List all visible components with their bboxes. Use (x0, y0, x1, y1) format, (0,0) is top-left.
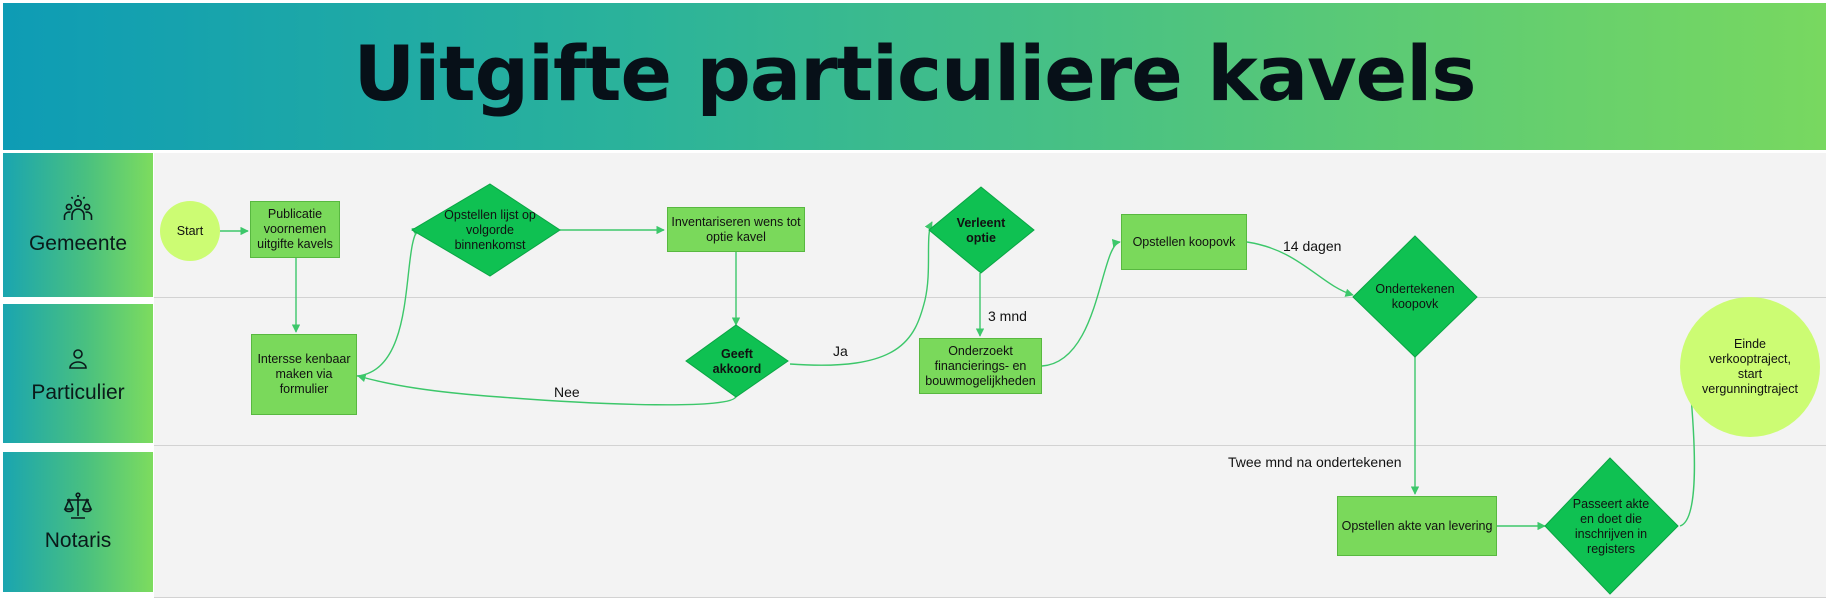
start-node: Start (160, 201, 220, 261)
lane-area-notaris (154, 446, 1826, 597)
edge-label-twee-mnd: Twee mnd na ondertekenen (1228, 454, 1402, 470)
connector-akkoord-ja (789, 221, 933, 366)
lane-title: Gemeente (28, 232, 128, 255)
node-text: Ondertekenen koopovk (1375, 282, 1455, 311)
decision-opstellen-lijst (411, 183, 561, 277)
process-opstellen-akte: Opstellen akte van levering (1337, 496, 1497, 556)
process-publicatie: Publicatie voornemen uitgifte kavels (250, 201, 340, 258)
process-inventariseren: Inventariseren wens tot optie kavel (667, 207, 805, 252)
connector-akkoord-nee (357, 374, 737, 406)
process-interesse: Intersse kenbaar maken via formulier (251, 334, 357, 415)
decision-ondertekenen-koopovk (1352, 235, 1478, 358)
title-banner: Uitgifte particuliere kavels (3, 3, 1826, 150)
edge-label-14-dagen: 14 dagen (1283, 238, 1342, 254)
connector-koopovk-ondertekenen (1246, 241, 1354, 297)
process-onderzoekt: Onderzoekt financierings- en bouwmogelij… (919, 338, 1042, 394)
end-node: Einde verkooptraject, start vergunningtr… (1680, 297, 1820, 437)
connector-onderzoekt-koopovk (1041, 239, 1121, 367)
lane-label-gemeente: Gemeente (3, 153, 153, 297)
node-text: Passeert akte en doet die inschrijven in… (1572, 497, 1650, 556)
edge-label-ja: Ja (833, 343, 848, 359)
decision-label-geeft-akkoord: Geeft akkoord (706, 345, 768, 379)
edge-label-nee: Nee (554, 384, 580, 400)
decision-label-ondertekenen: Ondertekenen koopovk (1370, 278, 1460, 316)
community-icon (63, 195, 93, 220)
decision-label-verleent-optie: Verleent optie (950, 214, 1012, 248)
decision-label-passeert-akte: Passeert akte en doet die inschrijven in… (1570, 494, 1652, 560)
lane-title: Notaris (44, 529, 112, 552)
scales-icon (63, 492, 93, 519)
process-opstellen-koopovk: Opstellen koopovk (1121, 214, 1247, 270)
lane-divider (154, 297, 1826, 298)
edge-label-3-mnd: 3 mnd (988, 308, 1027, 324)
lane-divider (154, 445, 1826, 446)
lane-label-particulier: Particulier (3, 304, 153, 443)
node-text: Verleent optie (956, 216, 1006, 245)
lane-title: Particulier (31, 380, 125, 404)
lane-divider (154, 597, 1826, 598)
node-text: Geeft akkoord (712, 347, 762, 376)
lane-label-notaris: Notaris (3, 452, 153, 592)
decision-passeert-akte (1544, 457, 1679, 595)
decision-label-opstellen-lijst: Opstellen lijst op volgorde binnenkomst (442, 200, 538, 260)
decision-verleent-optie (928, 186, 1035, 274)
decision-geeft-akkoord (685, 324, 789, 398)
node-text: Opstellen lijst op volgorde binnenkomst (444, 207, 536, 252)
page-title: Uitgifte particuliere kavels (353, 29, 1477, 118)
person-icon (69, 348, 87, 369)
connector-interesse-lijst (356, 227, 421, 377)
